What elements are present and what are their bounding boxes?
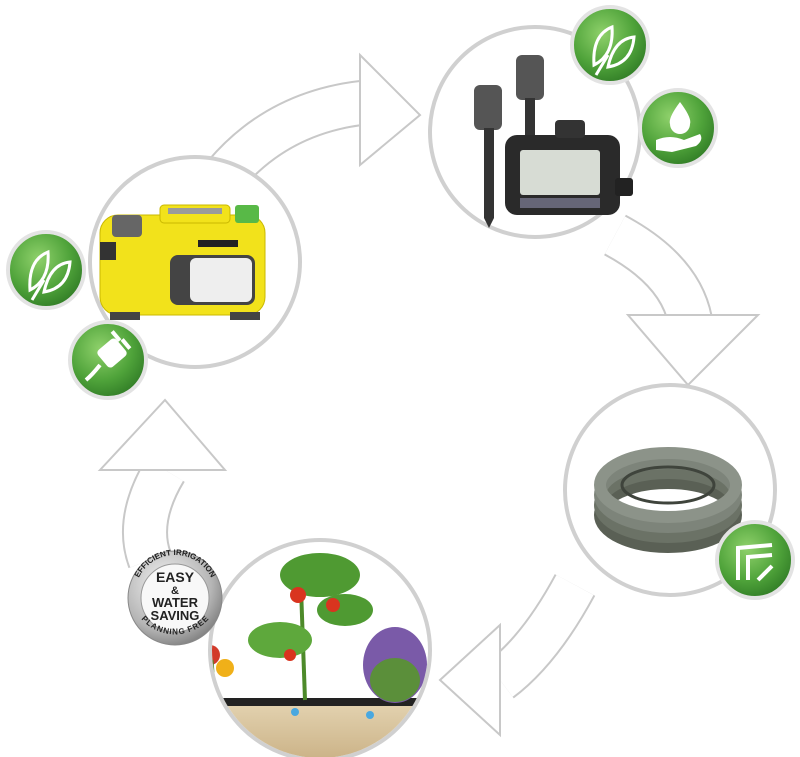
badge-line-water: WATER [152,595,199,610]
badge-line-and: & [171,585,179,597]
pump-node [88,155,302,369]
hose-badge [715,520,795,600]
leaf-icon [592,24,636,76]
arrow-controller-to-hose [603,214,761,387]
leaf-badge-controller [570,5,650,85]
water-drop-hand-icon [656,102,702,152]
hose-corner-icon [736,543,774,582]
plug-badge [68,320,148,400]
controller-node [428,25,642,239]
water-badge [638,88,718,168]
arrow-pump-to-controller [207,52,422,191]
easy-water-saving-badge: EFFICIENT IRRIGATION PLANNING FREE EASY … [127,548,223,646]
hose-reel-image [594,447,742,553]
leaf-badge-pump [6,230,86,310]
badge-line-easy: EASY [156,569,195,585]
arrow-hose-to-garden [438,573,596,738]
leaf-icon [28,249,72,301]
arrow-garden-to-pump [97,398,228,569]
garden-node [208,538,432,757]
badge-line-saving: SAVING [151,608,200,623]
plug-icon [84,330,132,382]
sensor-controller-image [474,55,633,228]
garden-pump-image [99,204,266,320]
cycle-arrows [97,52,761,738]
